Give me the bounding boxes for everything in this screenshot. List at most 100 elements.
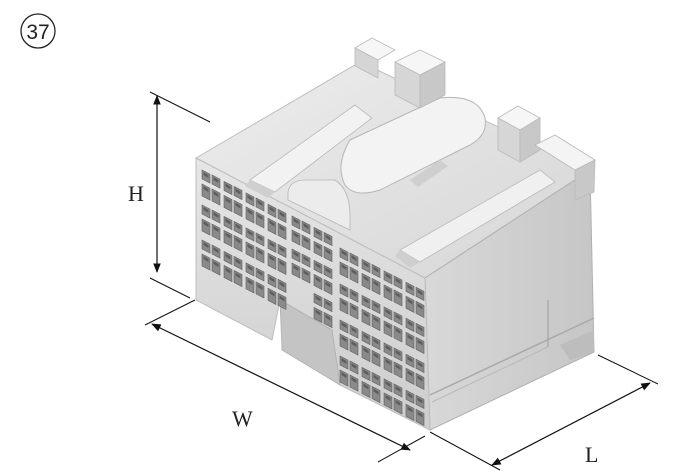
cavity-shadow [235, 237, 241, 244]
cavity-shadow [225, 183, 231, 190]
cavity-shadow [373, 266, 379, 273]
cavity-shadow [247, 243, 253, 251]
cavity-shadow [293, 251, 299, 258]
cavity-shadow [213, 226, 219, 233]
cavity-shadow [407, 320, 413, 327]
cavity-shadow [213, 212, 219, 219]
cavity-shadow [257, 269, 263, 277]
cavity-shadow [269, 255, 275, 262]
cavity-shadow [303, 270, 309, 277]
cavity-shadow [279, 246, 285, 253]
cavity-shadow [213, 261, 219, 268]
cavity-shadow [213, 247, 219, 254]
cavity-shadow [351, 269, 357, 276]
cavity-shadow [247, 264, 253, 272]
cavity-shadow [257, 283, 263, 291]
cavity-shadow [395, 291, 401, 299]
cavity-shadow [279, 281, 285, 288]
cavity-shadow [325, 234, 331, 241]
cavity-shadow [203, 186, 209, 193]
cavity-shadow [235, 223, 241, 230]
cavity-shadow [257, 234, 263, 242]
cavity-shadow [247, 194, 253, 202]
cavity-shadow [325, 300, 331, 307]
cavity-shadow [341, 250, 347, 257]
cavity-shadow [395, 313, 401, 321]
cavity-shadow [203, 242, 209, 249]
cavity-shadow [417, 289, 423, 296]
cavity-shadow [395, 277, 401, 285]
cavity-shadow [293, 218, 299, 225]
cavity-shadow [417, 325, 423, 332]
cavity-shadow [247, 229, 253, 237]
cavity-shadow [325, 267, 331, 274]
cavity-shadow [417, 361, 423, 368]
cavity-shadow [407, 284, 413, 291]
cavity-shadow [373, 316, 379, 323]
cavity-shadow [363, 275, 369, 282]
cavity-shadow [235, 188, 241, 195]
cavity-shadow [325, 314, 331, 321]
cavity-shadow [269, 220, 275, 227]
cavity-shadow [257, 248, 263, 256]
cavity-shadow [315, 229, 321, 236]
cavity-shadow [269, 241, 275, 248]
cavity-shadow [315, 309, 321, 316]
cavity-shadow [417, 411, 423, 418]
badge-number: 37 [26, 21, 49, 44]
width-label: W [232, 406, 253, 431]
cavity-shadow [417, 339, 423, 346]
cavity-shadow [315, 276, 321, 283]
cavity-shadow [303, 256, 309, 263]
cavity-shadow [351, 291, 357, 298]
cavity-shadow [225, 218, 231, 225]
length-dimension: L [429, 354, 659, 471]
figure-number-badge: 37 [20, 13, 56, 49]
cavity-shadow [373, 280, 379, 287]
cavity-shadow [257, 213, 263, 221]
height-dimension: H [128, 91, 211, 299]
cavity-shadow [225, 232, 231, 239]
cavity-shadow [203, 221, 209, 228]
cavity-shadow [247, 278, 253, 286]
cavity-shadow [269, 290, 275, 297]
cavity-shadow [235, 258, 241, 265]
cavity-shadow [303, 223, 309, 230]
cavity-shadow [225, 267, 231, 274]
cavity-shadow [407, 298, 413, 305]
cavity-shadow [325, 248, 331, 255]
cavity-shadow [417, 397, 423, 404]
cavity-shadow [417, 303, 423, 310]
cavity-shadow [341, 264, 347, 271]
cavity-shadow [203, 256, 209, 263]
cavity-shadow [279, 211, 285, 218]
cavity-shadow [235, 272, 241, 279]
cavity-shadow [293, 265, 299, 272]
cavity-shadow [279, 225, 285, 232]
width-dimension: W [144, 299, 426, 463]
cavity-shadow [363, 311, 369, 318]
cavity-shadow [257, 199, 263, 207]
cavity-shadow [385, 308, 391, 316]
cavity-shadow [269, 276, 275, 283]
cavity-shadow [203, 207, 209, 214]
cavity-shadow [303, 237, 309, 244]
cavity-shadow [351, 255, 357, 262]
cavity-shadow [373, 302, 379, 309]
cavity-shadow [203, 172, 209, 179]
cavity-shadow [385, 286, 391, 294]
cavity-shadow [279, 260, 285, 267]
cavity-shadow [293, 232, 299, 239]
cavity-shadow [315, 295, 321, 302]
height-label: H [128, 181, 144, 206]
cavity-shadow [279, 295, 285, 302]
cavity-shadow [269, 206, 275, 213]
cavity-shadow [247, 208, 253, 216]
cavity-shadow [385, 272, 391, 280]
cavity-shadow [363, 297, 369, 304]
cavity-shadow [341, 286, 347, 293]
cavity-shadow [351, 305, 357, 312]
cavity-shadow [417, 375, 423, 382]
